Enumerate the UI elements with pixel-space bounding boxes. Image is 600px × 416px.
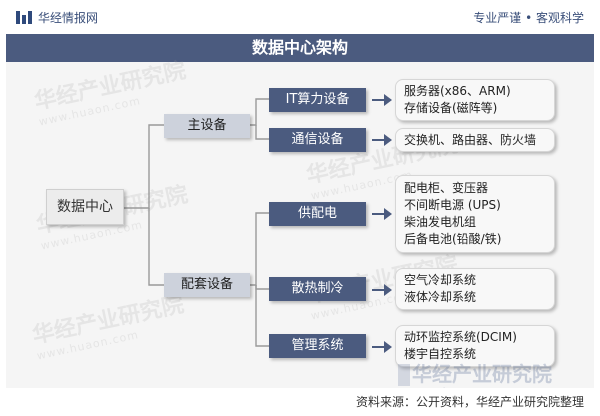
leaf-text: 服务器(x86、ARM): [404, 84, 511, 98]
node-management: 管理系统: [269, 334, 366, 358]
connector-support-cooling: [255, 285, 269, 290]
slogan-left: 专业严谨: [473, 11, 522, 25]
arrow-mgmt: [372, 341, 392, 353]
leaf-cooling: 空气冷却系统 液体冷却系统: [395, 268, 555, 310]
header: 华经情报网 专业严谨 • 客观科学: [0, 0, 600, 34]
logo-icon: [16, 11, 32, 24]
leaf-text: 交换机、路由器、防火墙: [404, 132, 537, 147]
connector-lines: [124, 94, 392, 353]
leaf-text: 楼宇自控系统: [404, 347, 477, 361]
slogan-right: 客观科学: [535, 11, 584, 25]
leaf-text: 配电柜、变压器: [404, 181, 489, 195]
leaf-text: 后备电池(铅酸/铁): [404, 232, 502, 246]
brand-watermark-text: 华经产业研究院: [412, 362, 552, 386]
slogan: 专业严谨 • 客观科学: [473, 9, 584, 26]
slogan-separator: •: [525, 11, 533, 25]
page-title: 数据中心架构: [6, 34, 594, 62]
node-power: 供配电: [269, 202, 366, 226]
connector-root-main: [124, 124, 164, 209]
connector-support-power: [250, 212, 269, 286]
brand-name: 华经情报网: [38, 11, 99, 25]
node-it-compute: IT算力设备: [269, 88, 366, 112]
node-cooling: 散热制冷: [269, 277, 366, 301]
node-main-equipment: 主设备: [164, 114, 250, 138]
leaf-it-compute: 服务器(x86、ARM) 存储设备(磁阵等): [395, 79, 555, 121]
node-support-equipment: 配套设备: [164, 273, 250, 297]
arrow-it: [372, 94, 392, 106]
leaf-text: 空气冷却系统: [404, 273, 477, 287]
leaf-text: 液体冷却系统: [404, 290, 477, 304]
connector-support-mgmt: [255, 285, 269, 347]
leaf-communication: 交换机、路由器、防火墙: [395, 128, 555, 152]
leaf-management: 动环监控系统(DCIM) 楼宇自控系统: [395, 325, 555, 367]
leaf-text: 动环监控系统(DCIM): [404, 330, 517, 344]
arrow-comms: [372, 134, 392, 146]
brand-mark-icon: [398, 364, 410, 386]
node-communication: 通信设备: [269, 128, 366, 152]
leaf-text: 柴油发电机组: [404, 215, 477, 229]
arrow-cooling: [372, 284, 392, 296]
arrow-power: [372, 208, 392, 220]
footer: 资料来源：公开资料，华经产业研究院整理: [0, 388, 600, 416]
diagram-canvas: 华经产业研究院 www.huaon.com 华经产业研究院 www.huaon.…: [6, 58, 594, 388]
source-note: 资料来源：公开资料，华经产业研究院整理: [355, 395, 584, 409]
connector-main-comms: [255, 125, 269, 140]
leaf-text: 不间断电源 (UPS): [404, 198, 501, 212]
leaf-text: 存储设备(磁阵等): [404, 101, 498, 115]
connector-main-it: [250, 98, 269, 126]
leaf-power: 配电柜、变压器 不间断电源 (UPS) 柴油发电机组 后备电池(铅酸/铁): [395, 175, 555, 253]
node-root: 数据中心: [46, 189, 124, 225]
connector-root-support: [148, 208, 164, 286]
